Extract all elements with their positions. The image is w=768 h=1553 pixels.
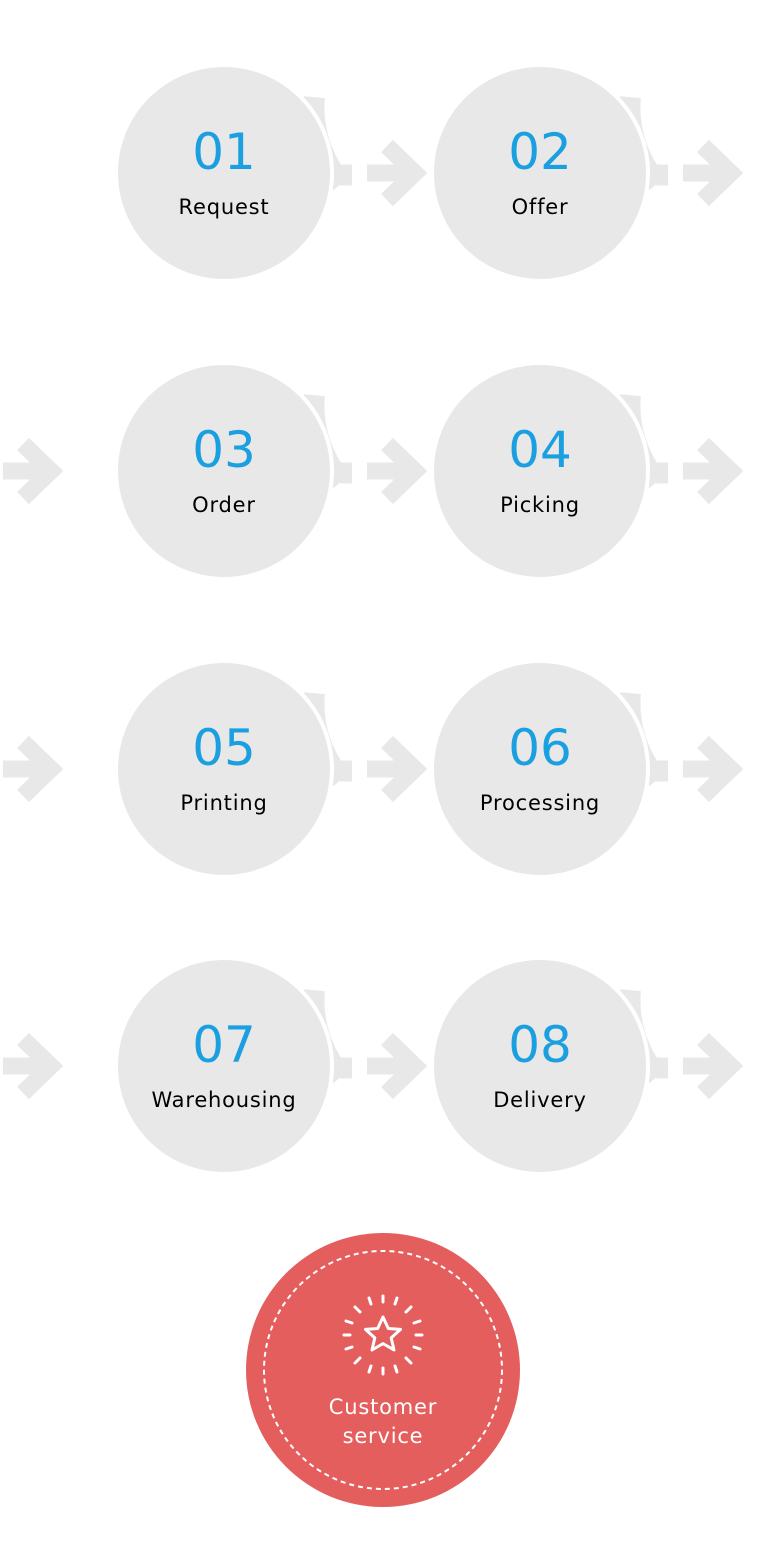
step-disc bbox=[114, 659, 334, 879]
step-number: 08 bbox=[508, 1016, 572, 1074]
step-number: 01 bbox=[192, 123, 256, 181]
customer-service-label-line2: service bbox=[343, 1424, 424, 1448]
step-number: 05 bbox=[192, 719, 256, 777]
step-disc bbox=[430, 63, 650, 283]
step-label: Warehousing bbox=[151, 1088, 296, 1112]
step-disc bbox=[114, 956, 334, 1176]
step-number: 03 bbox=[192, 421, 256, 479]
step-label: Request bbox=[179, 195, 270, 219]
customer-service-badge: Customer service bbox=[246, 1233, 520, 1507]
step-number: 06 bbox=[508, 719, 572, 777]
flow-arrow-out-7 bbox=[683, 1032, 744, 1100]
step-number: 07 bbox=[192, 1016, 256, 1074]
step-label: Order bbox=[192, 493, 256, 517]
dashed-ring bbox=[263, 1250, 503, 1490]
flow-arrow-out-4 bbox=[367, 735, 428, 803]
star-icon bbox=[342, 1294, 424, 1376]
step-label: Printing bbox=[180, 791, 267, 815]
flow-arrow-out-2 bbox=[367, 437, 428, 505]
flow-arrow-out-1 bbox=[683, 139, 744, 207]
step-disc bbox=[430, 361, 650, 581]
flow-arrow-out-5 bbox=[683, 735, 744, 803]
step-disc bbox=[114, 63, 334, 283]
flow-arrow-out-3 bbox=[683, 437, 744, 505]
step-disc bbox=[430, 659, 650, 879]
flow-arrow-in-2 bbox=[3, 437, 64, 505]
flow-arrow-out-0 bbox=[367, 139, 428, 207]
step-label: Delivery bbox=[493, 1088, 587, 1112]
step-label: Processing bbox=[480, 791, 600, 815]
step-disc bbox=[114, 361, 334, 581]
flow-arrow-in-6 bbox=[3, 1032, 64, 1100]
step-label: Offer bbox=[512, 195, 569, 219]
customer-service-label-line1: Customer bbox=[329, 1395, 437, 1419]
step-number: 02 bbox=[508, 123, 572, 181]
step-label: Picking bbox=[500, 493, 580, 517]
step-disc bbox=[430, 956, 650, 1176]
flow-arrow-out-6 bbox=[367, 1032, 428, 1100]
step-number: 04 bbox=[508, 421, 572, 479]
flow-arrow-in-4 bbox=[3, 735, 64, 803]
